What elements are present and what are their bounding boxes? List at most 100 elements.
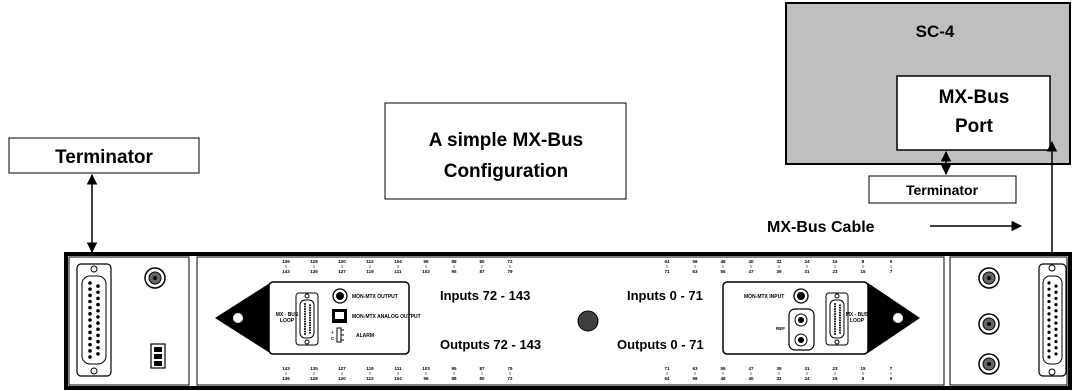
channel-number: 96 (423, 376, 429, 381)
mon-mtx-output-label: MON-MTX OUTPUT (352, 294, 398, 300)
channel-number: 8 (862, 259, 865, 264)
connector-pin (839, 309, 841, 312)
connector-pin (304, 310, 306, 313)
connector-pin (304, 325, 306, 328)
connector-pin (839, 319, 841, 322)
channel-number: 80 (479, 376, 485, 381)
connector-pin (309, 324, 311, 327)
connector-pin (304, 313, 306, 315)
channel-number: 103 (422, 366, 430, 371)
channel-number: 40 (748, 259, 754, 264)
connector-pin (309, 319, 311, 322)
channel-number: 24 (804, 376, 810, 381)
connector-pin (834, 305, 836, 308)
channel-number: 7 (890, 269, 893, 274)
terminator-left-box (8, 137, 200, 174)
connector-pin (304, 315, 306, 318)
connector-pin (1047, 324, 1051, 328)
connector-pin (304, 330, 306, 333)
cable-label: MX-Bus Cable (767, 219, 875, 236)
channel-number: 135 (310, 269, 318, 274)
connector-pin (1054, 296, 1058, 301)
channel-number: 71 (664, 269, 670, 274)
right-bnc-1 (978, 267, 1000, 289)
title-box (384, 102, 627, 200)
connector-pin (1047, 306, 1051, 310)
connector-pin (1047, 299, 1051, 304)
channel-number: 120 (338, 376, 346, 381)
connector-pin (309, 329, 311, 332)
channel-number: 47 (748, 269, 754, 274)
channel-number: 64 (664, 376, 670, 381)
mx-bus-port-box (896, 75, 1051, 151)
right-module-db25 (825, 292, 849, 346)
channel-number: 95 (451, 366, 457, 371)
connector-pin (834, 330, 836, 333)
channel-number: 16 (832, 376, 838, 381)
channel-number: 128 (310, 376, 318, 381)
connector-pin (839, 324, 841, 327)
port-label-line2: Port (955, 116, 994, 137)
channel-number: 23 (832, 269, 838, 274)
channel-number: 31 (804, 366, 810, 371)
channel-number: 8 (862, 376, 865, 381)
channel-number: 112 (366, 259, 374, 264)
connector-pin (304, 328, 306, 330)
channel-number: 127 (338, 269, 346, 274)
connector-pin (834, 303, 836, 305)
connector-pin (96, 296, 100, 301)
mon-mtx-input-label: MON-MTX INPUT (744, 294, 784, 300)
connector-pin (1047, 287, 1051, 291)
alarm-label: ALARM (356, 333, 374, 339)
alarm-pin-labels-2: C (331, 336, 335, 341)
connector-pin (1047, 330, 1051, 334)
connector-pin (309, 309, 311, 312)
channel-number: 104 (394, 259, 402, 264)
channel-number: 79 (507, 269, 513, 274)
channel-number: 31 (804, 269, 810, 274)
connector-pin (304, 308, 306, 310)
channel-number: 24 (804, 259, 810, 264)
connector-pin (1054, 333, 1058, 338)
connector-pin (96, 302, 100, 307)
ref-bnc-pair (788, 308, 815, 351)
connector-pin (834, 320, 836, 323)
connector-pin (88, 281, 92, 285)
mon-mtx-input-bnc (793, 288, 809, 304)
left-tab-hole (233, 313, 243, 323)
channel-number: 71 (664, 366, 670, 371)
connector-pin (1047, 355, 1051, 359)
channel-number: 32 (776, 259, 782, 264)
connector-pin (309, 306, 311, 309)
connector-pin (304, 333, 306, 335)
connector-pin (96, 327, 100, 332)
channel-number: 96 (423, 259, 429, 264)
connector-pin (834, 318, 836, 320)
channel-number: 72 (507, 259, 513, 264)
channel-number: 87 (479, 366, 485, 371)
terminator-left-label: Terminator (55, 147, 153, 168)
connector-pin (88, 299, 92, 304)
channel-number: 48 (720, 376, 726, 381)
channel-number: 0 (890, 259, 893, 264)
connector-pin (839, 316, 841, 319)
right-db25-connector (1038, 263, 1067, 377)
channel-number: 111 (394, 269, 402, 274)
mon-mtx-output-bnc (332, 288, 348, 304)
connector-pin (834, 308, 836, 310)
channel-number: 111 (394, 366, 402, 371)
connector-pin (834, 313, 836, 315)
title-line2: Configuration (444, 161, 569, 182)
connector-pin (1054, 315, 1058, 319)
connector-pin (88, 324, 92, 328)
connector-pin (96, 345, 100, 350)
connector-pin (96, 290, 100, 295)
channel-number: 56 (692, 259, 698, 264)
channel-number: 136 (282, 376, 290, 381)
connector-pin (834, 328, 836, 330)
connector-pin (96, 308, 100, 313)
connector-pin (1054, 352, 1058, 356)
connector-pin (1047, 281, 1051, 285)
